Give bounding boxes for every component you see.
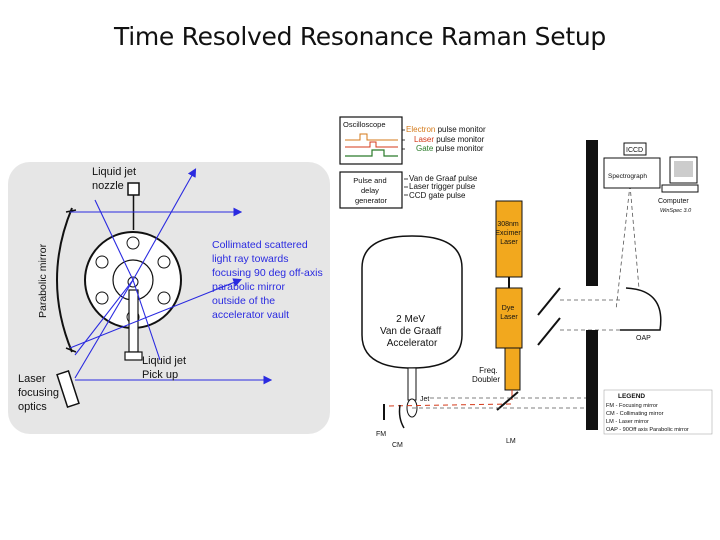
computer-screen <box>674 161 693 177</box>
laser-focusing-optics <box>56 370 80 408</box>
jet-label: Jet <box>420 396 429 403</box>
laser-mirror-lm <box>496 391 519 411</box>
monitor-arrows <box>402 129 405 150</box>
vault-wall-lower <box>586 330 598 430</box>
scattered-light-rays <box>69 168 273 385</box>
pulse-delay-generator <box>339 171 403 209</box>
oap-label: OAP <box>636 335 651 342</box>
accelerator-label: 2 MeV Van de Graaff Accelerator <box>380 314 444 349</box>
iccd-label: ICCD <box>626 147 643 154</box>
gate-trace <box>345 149 398 157</box>
monitor-label-0: Electron <box>406 125 435 134</box>
collimated-light-label: Collimated scattered light ray towards f… <box>212 239 326 321</box>
oscilloscope-label: Oscilloscope <box>343 120 386 129</box>
computer-keyboard <box>661 184 699 193</box>
monitor-labels: Electron pulse monitor Laser pulse monit… <box>406 125 488 153</box>
laser-focusing-optics-label: Laser focusing optics <box>18 373 62 413</box>
freq-doubler-label: Freq. Doubler <box>472 366 500 384</box>
legend-items: FM - Focusing mirror CM - Collimating mi… <box>606 403 689 433</box>
turning-mirror-2 <box>537 287 561 316</box>
collimating-mirror-cm <box>398 404 405 429</box>
laser-trace <box>345 141 398 148</box>
laser-beam-horizontal <box>385 403 512 407</box>
excimer-laser <box>495 200 523 278</box>
spectrograph-box <box>603 157 661 189</box>
pulse-arrows <box>404 178 408 196</box>
iccd-box <box>623 142 647 156</box>
winspec-label: WinSpec 3.0 <box>660 208 692 214</box>
excimer-laser-label: 308nm Excimer Laser <box>495 221 522 246</box>
scattered-light-path <box>412 184 641 409</box>
dye-laser-label: Dye Laser <box>500 305 518 321</box>
pulse-labels: Van de Graaf pulse Laser trigger pulse C… <box>409 174 480 200</box>
parabolic-mirror-arc <box>56 207 73 353</box>
electron-trace <box>345 133 398 141</box>
turning-mirror-1 <box>537 317 561 346</box>
liquid-jet-pickup-label: Liquid jet Pick up <box>142 355 189 381</box>
page-title: Time Resolved Resonance Raman Setup <box>114 22 606 51</box>
accelerator-body <box>361 235 463 369</box>
pulse-generator-label: Pulse and delay generator <box>353 176 388 205</box>
jet-nozzle <box>127 182 140 196</box>
legend-box <box>603 389 713 435</box>
cm-label: CM <box>392 442 403 449</box>
legend-title: LEGEND <box>618 393 645 400</box>
vault-wall-upper <box>586 140 598 286</box>
liquid-jet-nozzle-label: Liquid jet nozzle <box>92 166 139 192</box>
mirror-edges <box>65 209 77 353</box>
monitor-label-2: Gate <box>416 144 434 153</box>
left-panel: Parabolic mirror <box>8 162 330 434</box>
right-panel: Oscilloscope Electron pulse monitor Lase… <box>339 116 713 449</box>
lm-label: LM <box>506 438 516 445</box>
parabolic-mirror-label: Parabolic mirror <box>37 243 49 318</box>
beam-pipe <box>407 367 417 401</box>
jet-pickup-base <box>124 351 143 361</box>
oap-mirror <box>620 287 662 331</box>
freq-doubler <box>504 347 521 391</box>
computer-label: Computer <box>658 198 689 205</box>
monitor-label-1: Laser <box>414 135 434 144</box>
spectrograph-label: Spectrograph <box>608 173 647 180</box>
dye-laser <box>495 287 523 349</box>
fm-label: FM <box>376 431 386 438</box>
